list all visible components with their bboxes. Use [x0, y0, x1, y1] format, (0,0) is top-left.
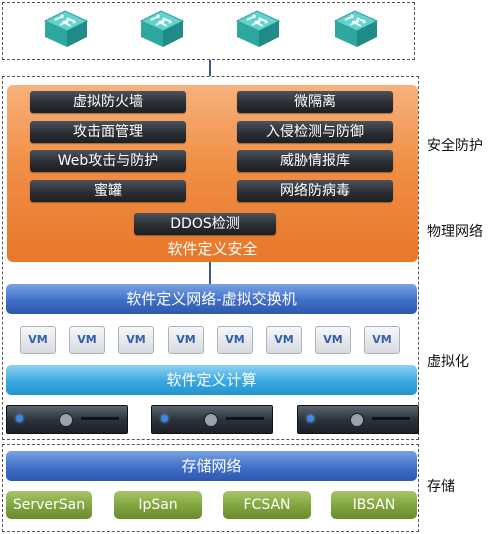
- side-label-physical: 物理网络: [427, 224, 483, 240]
- network-bar: 软件定义网络-虚拟交换机: [6, 284, 417, 314]
- security-item: 网络防病毒: [237, 180, 393, 202]
- security-item: 蜜罐: [30, 180, 186, 202]
- security-connector: [209, 262, 211, 284]
- vm-icon: VM: [364, 326, 400, 354]
- storage-item: ServerSan: [6, 491, 92, 519]
- vm-icon: VM: [118, 326, 154, 354]
- side-label-virtual: 虚拟化: [427, 354, 469, 370]
- security-item: 微隔离: [237, 91, 393, 113]
- security-label: 软件定义安全: [167, 240, 258, 258]
- vm-icon: VM: [315, 326, 351, 354]
- switch-icon: [333, 10, 379, 47]
- switch-group-frame: [2, 2, 415, 60]
- vm-icon: VM: [217, 326, 253, 354]
- storage-item: IpSan: [114, 491, 202, 519]
- security-panel: 虚拟防火墙 攻击面管理 Web攻击与防护 蜜罐 微隔离 入侵检测与防御 威胁情报…: [7, 85, 418, 262]
- storage-item: FCSAN: [223, 491, 311, 519]
- server-icon: [297, 405, 419, 434]
- storage-network-bar: 存储网络: [6, 451, 417, 481]
- ddos-detection: DDOS检测: [134, 213, 276, 235]
- physical-frame: [2, 76, 419, 440]
- vm-icon: VM: [168, 326, 204, 354]
- security-item: 攻击面管理: [30, 121, 186, 143]
- vm-icon: VM: [69, 326, 105, 354]
- server-icon: [6, 405, 128, 434]
- security-item: Web攻击与防护: [30, 150, 186, 172]
- security-item: 威胁情报库: [237, 150, 393, 172]
- security-item: 入侵检测与防御: [237, 121, 393, 143]
- uplink-connector: [209, 60, 211, 76]
- switch-icon: [139, 10, 185, 47]
- side-label-storage: 存储: [427, 479, 455, 495]
- storage-frame: [2, 444, 419, 532]
- switch-icon: [235, 10, 281, 47]
- switch-icon: [43, 10, 89, 47]
- side-label-security: 安全防护: [427, 138, 483, 154]
- compute-bar: 软件定义计算: [6, 365, 417, 395]
- storage-item: IBSAN: [331, 491, 417, 519]
- server-icon: [151, 405, 273, 434]
- security-item: 虚拟防火墙: [30, 91, 186, 113]
- vm-icon: VM: [266, 326, 302, 354]
- vm-icon: VM: [20, 326, 56, 354]
